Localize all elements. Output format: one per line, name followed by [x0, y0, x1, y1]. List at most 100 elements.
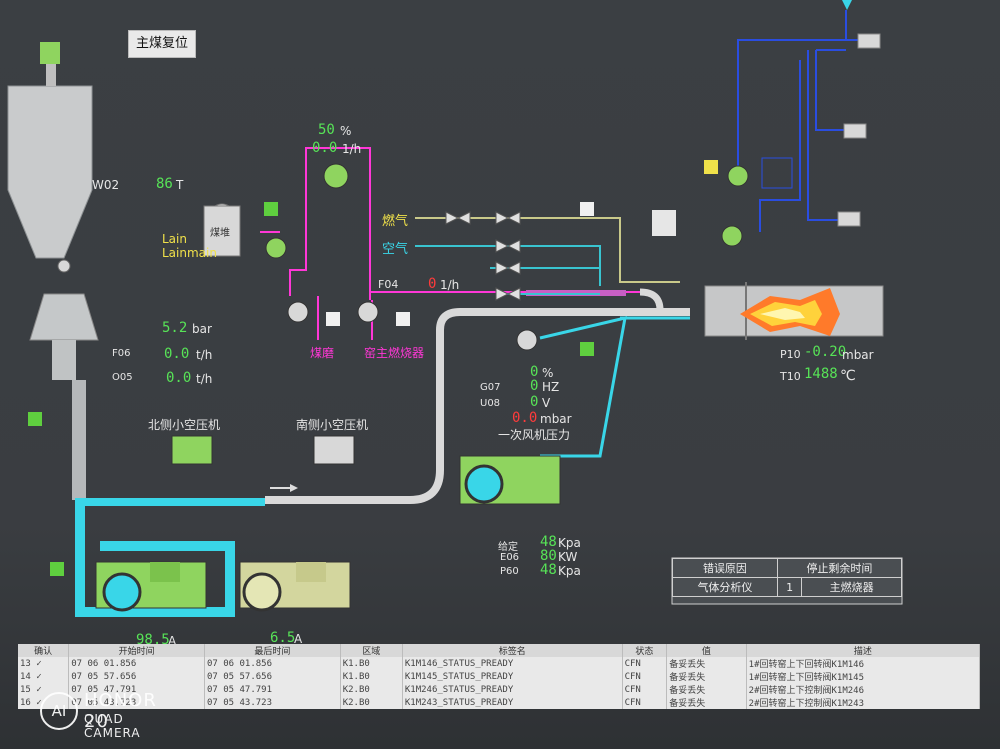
alarm-tag: K1M243_STATUS_PREADY: [402, 696, 623, 709]
g07-unit: HZ: [542, 380, 560, 394]
p10-value: -0.20: [804, 344, 847, 360]
alarm-tag: K1M146_STATUS_PREADY: [402, 657, 623, 670]
f04-value: 0: [428, 276, 437, 292]
alarm-area: K2.B0: [340, 696, 403, 709]
t10-unit: ℃: [840, 368, 856, 384]
right-motor-unit: A: [294, 632, 303, 646]
right-motor-current: 6.5: [270, 630, 296, 646]
pressure-unit: bar: [192, 322, 212, 336]
gas-line: [415, 217, 680, 283]
error-panel: 错误原因 停止剩余时间 气体分析仪 1 主燃烧器: [672, 558, 903, 597]
error-target-cell: 主燃烧器: [801, 577, 902, 597]
o05-label: O05: [112, 372, 133, 383]
error-count-cell: 1: [776, 577, 803, 597]
u08-value: 0: [530, 394, 539, 410]
fan-pressure-value: 0.0: [512, 410, 538, 426]
bin-label: W02: [92, 178, 120, 192]
silo-top-feeder: [40, 42, 60, 64]
alarm-start: 07 05 57.656: [68, 670, 205, 683]
error-reason-header: 错误原因: [672, 558, 778, 578]
f04-unit: 1/h: [440, 278, 460, 292]
left-motor-unit: A: [168, 634, 177, 648]
p10-label: P10: [780, 348, 801, 361]
p60-value: 48: [540, 562, 557, 578]
alarm-col-header[interactable]: 标签名: [402, 644, 623, 657]
bin-weight-unit: T: [176, 178, 184, 192]
e06-value: 80: [540, 548, 557, 564]
coal-drum-label: 煤堆: [210, 228, 230, 239]
feeder-fan: [323, 163, 349, 189]
cyan-conveying-pipe: [75, 498, 235, 617]
alarm-ack[interactable]: 14 ✓: [18, 670, 70, 683]
alarm-value: 备妥丢失: [666, 670, 747, 683]
table-row[interactable]: 14 ✓ 07 05 57.656 07 05 57.656 K1.B0 K1M…: [18, 670, 981, 683]
f06-unit: t/h: [196, 348, 213, 362]
fan-percent-unit: %: [542, 366, 554, 380]
blue-gas-lines: [737, 10, 860, 232]
alarm-area: K2.B0: [340, 683, 403, 696]
alarm-last: 07 05 47.791: [204, 683, 341, 696]
p10-unit: mbar: [842, 348, 874, 362]
table-row[interactable]: 15 ✓ 07 05 47.791 07 05 47.791 K2.B0 K1M…: [18, 683, 981, 696]
p60-unit: Kpa: [558, 564, 581, 578]
feeder-percent-unit: %: [340, 124, 352, 138]
table-row[interactable]: 16 ✓ 07 05 43.723 07 05 43.723 K2.B0 K1M…: [18, 696, 981, 709]
coal-silo: [7, 85, 93, 259]
alarm-col-header[interactable]: 开始时间: [68, 644, 205, 657]
primary-fan-pressure-title: 一次风机压力: [498, 428, 571, 442]
valves: [445, 211, 521, 301]
feeder-flow-value: 0.0: [312, 140, 338, 156]
status-indicator: [580, 202, 594, 216]
t10-value: 1488: [804, 366, 838, 382]
table-row[interactable]: 13 ✓ 07 06 01.856 07 06 01.856 K1.B0 K1M…: [18, 657, 981, 670]
south-compressor: [313, 435, 355, 465]
alarm-col-header[interactable]: 确认: [18, 644, 70, 657]
alarm-state: CFN: [622, 670, 668, 683]
alarm-start: 07 06 01.856: [68, 657, 205, 670]
alarm-col-header[interactable]: 值: [666, 644, 747, 657]
u08-label: U08: [480, 398, 501, 409]
ai-logo-icon: AI: [40, 692, 78, 730]
fan-pressure-unit: mbar: [540, 412, 572, 426]
alarm-col-header[interactable]: 最后时间: [204, 644, 341, 657]
alarm-col-header[interactable]: 描述: [746, 644, 981, 657]
alarm-value: 备妥丢失: [666, 657, 747, 670]
alarm-start: 07 05 43.723: [68, 696, 205, 709]
f06-value: 0.0: [164, 346, 190, 362]
alarm-state: CFN: [622, 683, 668, 696]
rotary-valve: [57, 259, 71, 273]
alarm-desc: 1#回转窑上下回转阀K1M146: [746, 657, 981, 670]
blower-set-label: 给定: [498, 542, 518, 553]
primary-air-line: [539, 316, 627, 458]
coal-mill-line: [260, 147, 640, 340]
pressure-value: 5.2: [162, 320, 188, 336]
alarm-col-header[interactable]: 状态: [622, 644, 668, 657]
alarm-value: 备妥丢失: [666, 696, 747, 709]
alarm-state: CFN: [622, 696, 668, 709]
e06-label: E06: [500, 552, 520, 563]
status-indicator: [580, 342, 594, 356]
bin-weight-value: 86: [156, 176, 173, 192]
alarm-state: CFN: [622, 657, 668, 670]
f06-label: F06: [112, 348, 131, 359]
feeder-flow-unit: 1/h: [342, 142, 362, 156]
air-pipe-label: 空气: [382, 242, 409, 257]
alarm-value: 备妥丢失: [666, 683, 747, 696]
main-burner-label: 窑主燃烧器: [364, 346, 425, 360]
alarm-desc: 2#回转窑上下控制阀K1M246: [746, 683, 981, 696]
t10-label: T10: [780, 370, 801, 383]
alarm-table: 确认 开始时间 最后时间 区域 标签名 状态 值 描述 13 ✓ 07 06 0…: [18, 644, 981, 709]
alarm-col-header[interactable]: 区域: [340, 644, 403, 657]
lain-label: Lain: [162, 232, 187, 246]
main-coal-reset-button[interactable]: 主煤复位: [128, 30, 196, 58]
alarm-ack[interactable]: 13 ✓: [18, 657, 70, 670]
alarm-tag: K1M246_STATUS_PREADY: [402, 683, 623, 696]
e06-unit: KW: [558, 550, 578, 564]
u08-unit: V: [542, 396, 551, 410]
alarm-start: 07 05 47.791: [68, 683, 205, 696]
status-indicator: [50, 562, 64, 576]
status-indicator: [652, 210, 676, 236]
alarm-desc: 1#回转窑上下回转阀K1M145: [746, 670, 981, 683]
